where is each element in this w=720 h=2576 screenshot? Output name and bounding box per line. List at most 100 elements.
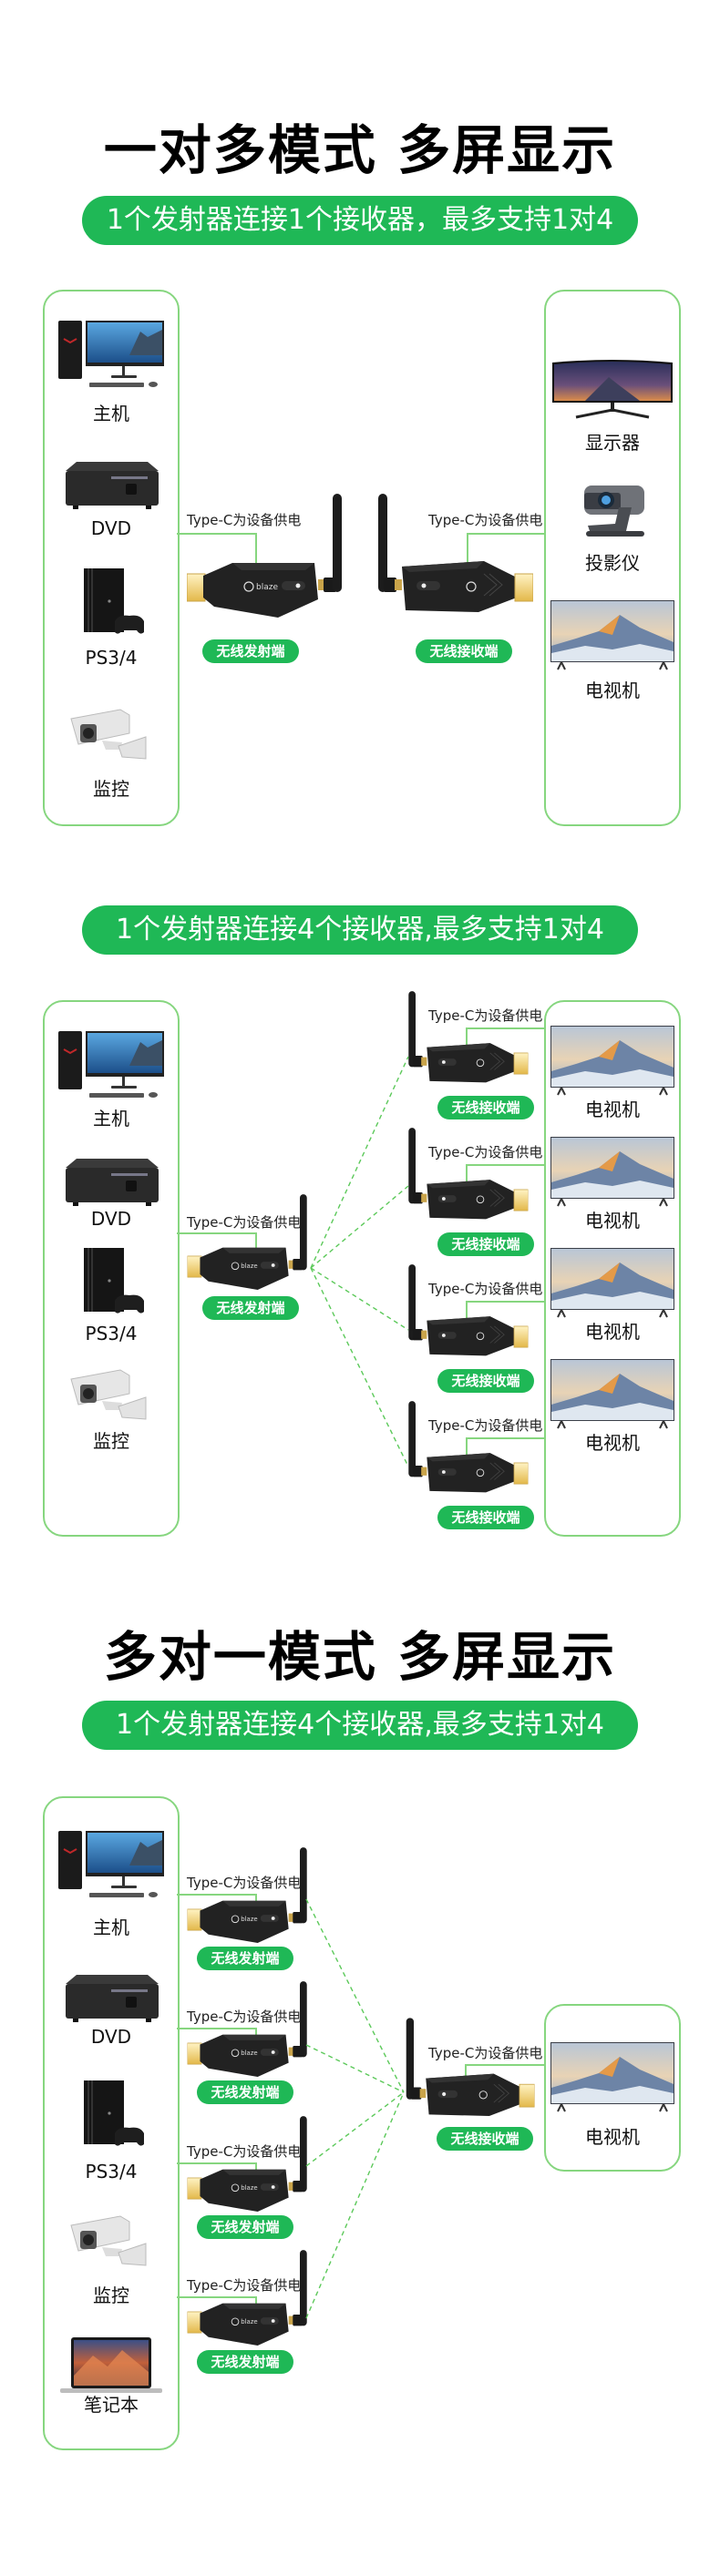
television-icon (549, 1246, 676, 1319)
receiver-tag: 无线接收端 (437, 1369, 534, 1393)
wireless-receiver-icon (401, 988, 529, 1087)
wireless-link-line (305, 2091, 405, 2319)
wireless-receiver-icon (401, 1262, 529, 1360)
transmitter-tag: 无线发射端 (197, 1947, 293, 1970)
section2-subtitle-pill: 1个发射器连接4个接收器,最多支持1对4 (82, 905, 638, 955)
transmitter-tag: 无线发射端 (202, 1296, 299, 1320)
game-console-icon (75, 567, 148, 639)
security-camera-icon (66, 1366, 157, 1430)
dvd-player-icon (57, 1155, 166, 1210)
section1-title: 一对多模式 多屏显示 (103, 119, 617, 181)
dvd-player-icon (57, 458, 166, 513)
transmitter-tag: 无线发射端 (197, 2350, 293, 2374)
receiver-tag: 无线接收端 (437, 1096, 534, 1119)
source-label: 主机 (93, 403, 129, 424)
power-note: Type-C为设备供电 (428, 1144, 543, 1160)
source-label: DVD (90, 517, 132, 539)
wireless-transmitter-icon (187, 1191, 314, 1290)
display-label: 电视机 (585, 1432, 640, 1454)
source-label: 监控 (93, 778, 129, 800)
projector-icon (571, 480, 653, 544)
source-label: DVD (90, 2026, 132, 2048)
power-note: Type-C为设备供电 (187, 1875, 302, 1891)
power-note: Type-C为设备供电 (187, 2009, 302, 2025)
power-wire (177, 533, 257, 535)
source-label: PS3/4 (85, 647, 138, 669)
receiver-tag: 无线接收端 (437, 2127, 533, 2151)
power-note: Type-C为设备供电 (428, 1007, 543, 1024)
television-icon (549, 1024, 676, 1097)
source-label: PS3/4 (85, 1323, 138, 1344)
wireless-receiver-icon (401, 1125, 529, 1223)
section1-subtitle-pill: 1个发射器连接1个接收器，最多支持1对4 (82, 196, 638, 245)
wireless-link-line (310, 1056, 409, 1269)
desktop-pc-icon (57, 319, 166, 392)
receiver-tag: 无线接收端 (437, 1506, 534, 1529)
display-label: 电视机 (585, 1321, 640, 1343)
power-wire (467, 533, 545, 535)
wireless-link-line (310, 1267, 409, 1467)
wireless-link-line (305, 2091, 405, 2167)
source-label: 监控 (93, 2285, 129, 2306)
wireless-transmitter-icon (187, 1978, 314, 2077)
television-icon (549, 1357, 676, 1430)
wireless-link-line (310, 1185, 409, 1269)
power-wire (465, 2064, 467, 2077)
dvd-player-icon (57, 1971, 166, 2026)
wireless-link-line (310, 1267, 409, 1331)
power-wire (255, 1232, 257, 1256)
section3-displays-box: 电视机 (544, 2004, 681, 2172)
source-label: 监控 (93, 1430, 129, 1452)
television-icon (549, 598, 676, 671)
desktop-pc-icon (57, 1029, 166, 1102)
display-label: 电视机 (585, 680, 640, 701)
source-label: PS3/4 (85, 2161, 138, 2182)
security-camera-icon (66, 706, 157, 770)
wireless-receiver-icon (398, 2015, 535, 2121)
power-note: Type-C为设备供电 (428, 512, 543, 528)
section2-sources-box: 主机 DVD PS3/4 监控 (43, 1000, 180, 1537)
desktop-pc-icon (57, 1829, 166, 1902)
wireless-receiver-icon (401, 1398, 529, 1497)
game-console-icon (75, 2079, 148, 2152)
section1-sources-box: 主机 DVD PS3/4 监控 (43, 290, 180, 826)
source-label: 主机 (93, 1108, 129, 1130)
source-label: DVD (90, 1208, 132, 1230)
power-wire (177, 1232, 257, 1234)
section3-title: 多对一模式 多屏显示 (103, 1626, 617, 1688)
wireless-transmitter-icon (187, 1845, 314, 1943)
power-note: Type-C为设备供电 (428, 1281, 543, 1297)
security-camera-icon (66, 2213, 157, 2276)
wireless-link-line (305, 2044, 405, 2093)
transmitter-tag: 无线发射端 (197, 2215, 293, 2239)
section1-displays-box: 显示器 投影仪 电视机 (544, 290, 681, 826)
power-note: Type-C为设备供电 (187, 512, 302, 528)
section2-displays-box: 电视机 电视机 电视机 电视机 (544, 1000, 681, 1537)
display-label: 电视机 (585, 1210, 640, 1232)
wireless-transmitter-icon (187, 2113, 314, 2212)
wireless-receiver-icon (369, 490, 533, 618)
power-note: Type-C为设备供电 (187, 1214, 302, 1231)
display-label: 显示器 (585, 432, 640, 454)
power-wire (465, 2064, 545, 2066)
wireless-link-line (305, 1898, 405, 2093)
power-note: Type-C为设备供电 (428, 2045, 543, 2061)
source-label: 笔记本 (84, 2394, 139, 2416)
receiver-tag: 无线接收端 (437, 1232, 534, 1256)
wireless-transmitter-icon (187, 490, 351, 618)
transmitter-tag: 无线发射端 (202, 639, 299, 663)
television-icon (549, 2040, 676, 2113)
receiver-tag: 无线接收端 (416, 639, 512, 663)
display-label: 电视机 (585, 1099, 640, 1120)
power-wire (467, 533, 468, 571)
display-label: 电视机 (585, 2126, 640, 2148)
game-console-icon (75, 1246, 148, 1319)
wireless-transmitter-icon (187, 2247, 314, 2346)
power-note: Type-C为设备供电 (187, 2143, 302, 2160)
power-wire (255, 533, 257, 571)
display-label: 投影仪 (585, 552, 640, 574)
power-note: Type-C为设备供电 (428, 1417, 543, 1434)
power-note: Type-C为设备供电 (187, 2277, 302, 2294)
monitor-icon (549, 357, 676, 421)
source-label: 主机 (93, 1917, 129, 1938)
